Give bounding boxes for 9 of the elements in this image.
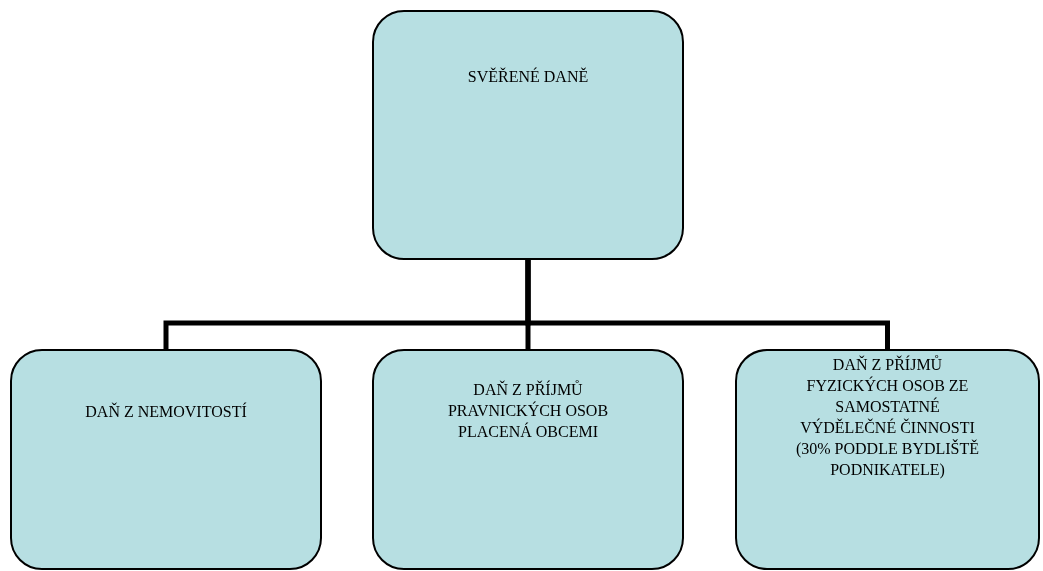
- tax-box: [372, 349, 684, 570]
- tax-box: [10, 349, 322, 570]
- box-label: SVĚŘENÉ DANĚ: [466, 66, 590, 87]
- tax-box: [735, 349, 1040, 570]
- box-label: DAŇ Z PŘÍJMŮ PRAVNICKÝCH OSOB PLACENÁ OBCEMI: [446, 379, 610, 442]
- tax-box: [372, 10, 684, 260]
- box-label: DAŇ Z NEMOVITOSTÍ: [84, 401, 248, 422]
- box-label: DAŇ Z PŘÍJMŮ FYZICKÝCH OSOB ZE SAMOSTATNÉ VÝDĚLEČNÉ ČINNOSTI (30% PODDLE BYDLIŠTĚ PODNIKATELE): [794, 354, 981, 480]
- connector-line: [525, 260, 890, 349]
